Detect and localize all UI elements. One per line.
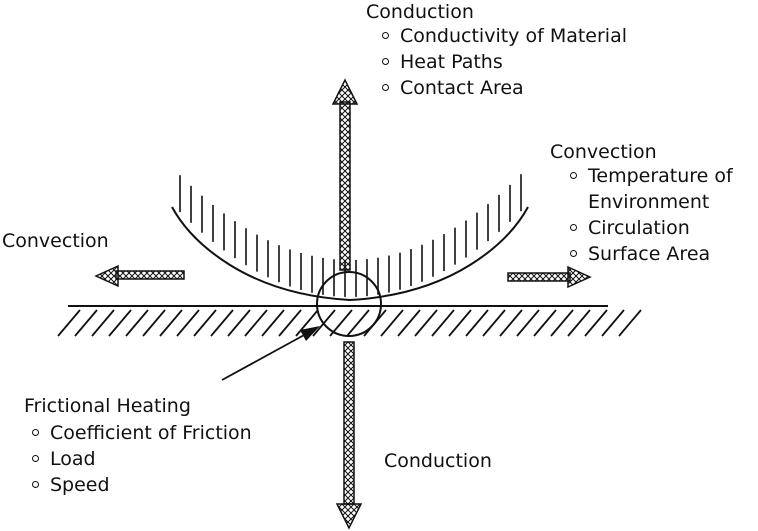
right-convection-heading: Convection [550,143,657,162]
bottom-conduction-heading: Conduction [384,452,492,471]
bullet-icon [32,481,39,488]
list-item: Conductivity of Material [382,23,627,49]
list-item: Heat Paths [382,49,627,75]
left-convection-heading: Convection [2,232,109,251]
bullet-icon [32,455,39,462]
top-conduction-heading: Conduction [366,3,474,22]
bullet-icon [382,32,389,39]
ground-surface [58,306,641,336]
list-item: Circulation [570,215,733,241]
frictional-heating-pointer [222,326,320,380]
convection-right-arrow [508,267,590,287]
list-item: Load [32,446,252,472]
list-item-continuation: Environment [570,189,733,215]
bullet-icon [32,429,39,436]
list-item: Surface Area [570,241,733,267]
frictional-heating-list: Coefficient of Friction Load Speed [32,420,252,498]
bullet-icon [570,250,577,257]
bullet-icon [570,172,577,179]
bullet-icon [382,58,389,65]
frictional-heating-heading: Frictional Heating [24,397,191,416]
conduction-down-arrow [337,342,361,528]
bullet-icon [570,224,577,231]
bullet-icon [382,84,389,91]
list-item: Contact Area [382,75,627,101]
list-item: Coefficient of Friction [32,420,252,446]
list-item: Temperature of [570,163,733,189]
right-convection-list: Temperature of Environment Circulation S… [570,163,733,267]
conduction-up-arrow [333,80,357,270]
convection-left-arrow [96,266,184,286]
list-item: Speed [32,472,252,498]
top-conduction-list: Conductivity of Material Heat Paths Cont… [382,23,627,101]
contact-zone-circle [317,272,381,336]
